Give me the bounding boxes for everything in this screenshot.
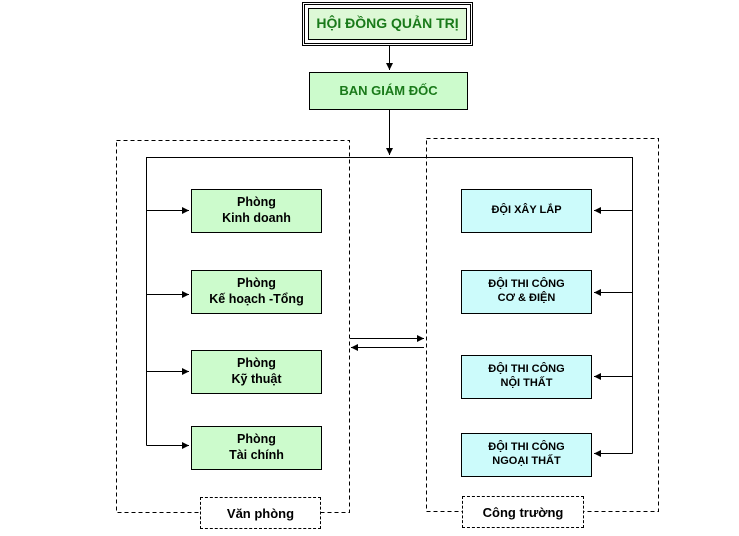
dept-line2: Kế hoạch -Tổng (209, 292, 304, 306)
board-label: HỘI ĐỒNG QUẢN TRỊ (308, 8, 467, 40)
dept-line1: Phòng (237, 356, 276, 371)
board-node: HỘI ĐỒNG QUẢN TRỊ (302, 2, 473, 46)
team-mech-elec: ĐỘI THI CÔNG CƠ & ĐIỆN (461, 270, 592, 314)
dept-planning: Phòng Kế hoạch -Tổng (191, 270, 322, 314)
team-exterior: ĐỘI THI CÔNG NGOẠI THẤT (461, 433, 592, 477)
dept-line1: Phòng (237, 432, 276, 447)
team-line1: ĐỘI XÂY LẮP (491, 204, 562, 217)
dept-technical: Phòng Kỹ thuật (191, 350, 322, 394)
team-line1: ĐỘI THI CÔNG (488, 363, 565, 376)
team-construction: ĐỘI XÂY LẮP (461, 189, 592, 233)
team-line2: NGOẠI THẤT (492, 455, 561, 467)
dept-line2: Kỹ thuật (231, 372, 282, 386)
team-interior: ĐỘI THI CÔNG NỘI THẤT (461, 355, 592, 399)
director-node: BAN GIÁM ĐỐC (309, 72, 468, 110)
team-line1: ĐỘI THI CÔNG (488, 278, 565, 291)
dept-line2: Tài chính (229, 448, 284, 462)
team-line2: NỘI THẤT (500, 377, 553, 389)
site-region-label: Công trường (462, 496, 584, 528)
dept-line1: Phòng (237, 195, 276, 210)
dept-business: Phòng Kinh doanh (191, 189, 322, 233)
dept-finance: Phòng Tài chính (191, 426, 322, 470)
team-line2: CƠ & ĐIỆN (497, 292, 556, 304)
office-region-label: Văn phòng (200, 497, 321, 529)
dept-line2: Kinh doanh (222, 211, 291, 225)
team-line1: ĐỘI THI CÔNG (488, 441, 565, 454)
dept-line1: Phòng (237, 276, 276, 291)
